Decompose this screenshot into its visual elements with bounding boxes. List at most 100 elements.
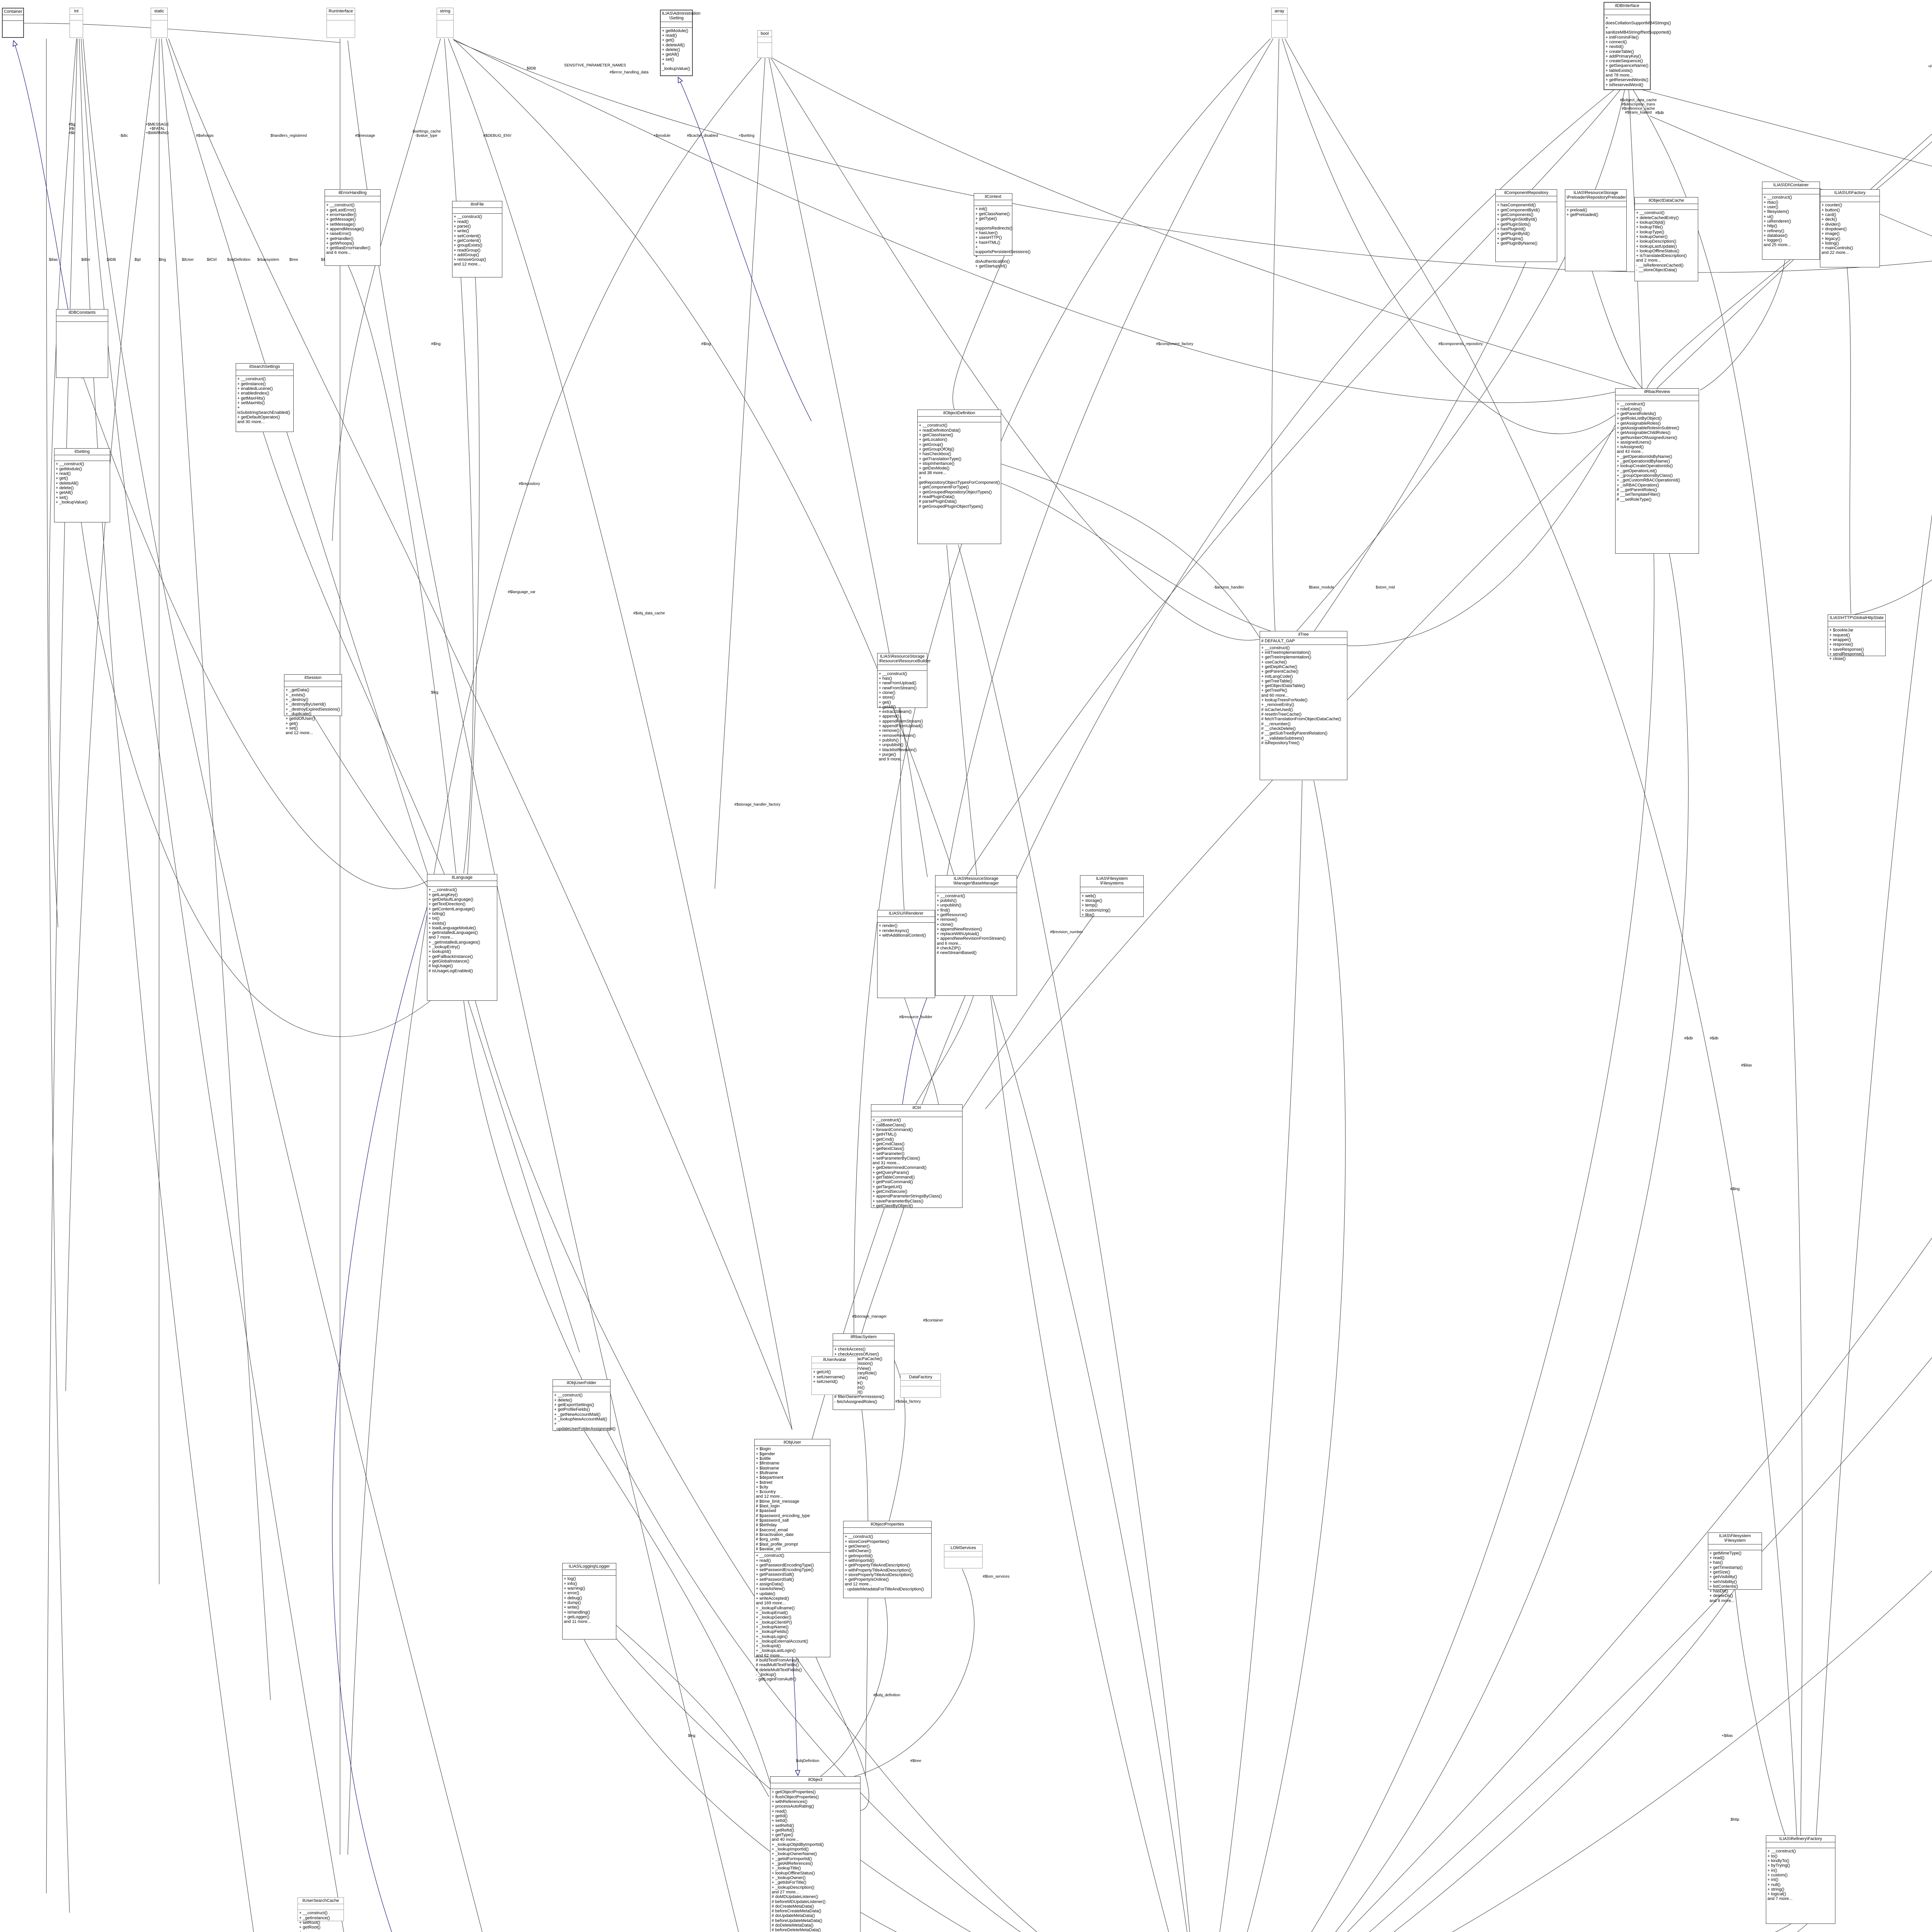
uml-node-attributes bbox=[563, 1570, 616, 1576]
uml-node-operations bbox=[3, 21, 23, 26]
uml-node-static[interactable]: static bbox=[151, 8, 168, 38]
uml-node-title: ilCtrl bbox=[871, 1105, 962, 1112]
uml-node-attributes bbox=[3, 15, 23, 21]
uml-node-operations bbox=[327, 20, 355, 26]
uml-node-attributes bbox=[325, 196, 380, 202]
uml-node-attributes bbox=[1616, 395, 1699, 401]
uml-node-ilias-http-globalhttpstate[interactable]: ILIAS\Filesystem \Filesystem + getMimeTy… bbox=[1708, 1532, 1762, 1603]
uml-node-attributes: # DEFAULT_GAP bbox=[1260, 638, 1347, 645]
uml-node-ildbconstants[interactable]: ilUserSearchCache + __construct() + _get… bbox=[298, 1897, 344, 1932]
uml-node-title: ilDBConstants bbox=[56, 310, 108, 316]
uml-node-ilias-ui-renderer[interactable]: ILIAS\HTTP\GlobalHttpState + $cookieJar … bbox=[1828, 614, 1886, 661]
uml-node-title: ilIniFile bbox=[452, 201, 502, 208]
uml-node-operations: + __construct() + initTreeImplementation… bbox=[1261, 645, 1341, 745]
uml-node-ilobjuserfolder[interactable]: ilObjUserFolder + __construct() + delete… bbox=[553, 1379, 616, 1431]
uml-node-int[interactable]: int bbox=[70, 8, 83, 38]
uml-node-bool[interactable]: bool bbox=[757, 30, 772, 58]
uml-node-operations bbox=[70, 20, 83, 26]
uml-node-attributes bbox=[1708, 1544, 1762, 1550]
uml-node-title: ILIAS\ResourceStorage \Manager\BaseManag… bbox=[935, 876, 1017, 887]
uml-node-attributes bbox=[1762, 189, 1820, 195]
uml-node-attributes bbox=[437, 15, 453, 21]
uml-node-ilrbacsystem[interactable]: ILIAS\Refinery\Factory + __construct() +… bbox=[1766, 1835, 1835, 1924]
uml-node-operations: + counter() + button() + card() + deck()… bbox=[1821, 203, 1853, 255]
uml-node-ilinifile[interactable]: ilIniFile + __construct() + read() + par… bbox=[452, 201, 502, 277]
uml-node-container[interactable]: Container bbox=[2, 8, 24, 38]
uml-node-title: ilObjectDefinition bbox=[918, 410, 1001, 417]
uml-node-ilias-resourcestorage-resourcebuilder[interactable]: ILIAS\ResourceStorage \Manager\BaseManag… bbox=[935, 875, 1017, 996]
uml-node-operations: + __construct() + getInstance() + enable… bbox=[237, 377, 290, 425]
uml-node-operations: + hasComponentId() + getComponentById() … bbox=[1497, 203, 1540, 246]
uml-node-ilobject[interactable]: ilObject + getObjectProperties() + flush… bbox=[770, 1776, 861, 1932]
uml-node-ilias-di-container[interactable]: ILIAS\ResourceStorage \Preloader\Reposit… bbox=[1565, 189, 1627, 271]
uml-node-title: ILIAS\Logging\Logger bbox=[563, 1563, 616, 1570]
uml-node-ilcontext[interactable]: ilContext + init() + getClassName() + ge… bbox=[974, 193, 1031, 269]
uml-node-title: ilDBInterface bbox=[1604, 3, 1650, 10]
uml-node-ilias-logging-logger[interactable]: ILIAS\Logging\Logger + log() + info() + … bbox=[562, 1563, 616, 1639]
uml-node-attributes bbox=[1820, 196, 1879, 202]
uml-node-ilsession[interactable]: ilSetting + __construct() + getModule() … bbox=[54, 448, 110, 522]
uml-node-attributes bbox=[70, 15, 83, 21]
uml-node-title: ilSetting bbox=[54, 449, 110, 456]
uml-node-title: RunInterface bbox=[327, 8, 355, 15]
uml-node-ilsearchsettings[interactable]: ilSearchSettings + __construct() + getIn… bbox=[236, 363, 294, 432]
uml-node-attributes bbox=[54, 455, 110, 461]
uml-node-ilias-filesystem-filesystems[interactable]: ILIAS\ResourceStorage \Resource\Resource… bbox=[877, 653, 931, 762]
uml-node-ilobjectdefinition[interactable]: ilObjectDefinition + __construct() + rea… bbox=[917, 410, 1001, 544]
uml-node-operations: + doesCollationSupportMB4Strings() + san… bbox=[1605, 16, 1671, 87]
uml-node-attributes bbox=[878, 665, 927, 671]
uml-node-datafactory[interactable]: DataFactory bbox=[900, 1374, 941, 1398]
uml-node-ilias-resourcestorage-preloader[interactable]: ILIAS\Filesystem \Filesystems + web() + … bbox=[1080, 875, 1144, 917]
uml-node-attributes bbox=[1635, 204, 1698, 210]
uml-node-string[interactable]: string bbox=[437, 8, 454, 38]
uml-node-operations: + __construct() + rbac() + user() + file… bbox=[1764, 195, 1792, 248]
uml-node-runinterface[interactable]: RunInterface bbox=[327, 8, 355, 38]
uml-node-operations bbox=[1272, 20, 1287, 26]
uml-node-attributes bbox=[1080, 887, 1143, 893]
uml-node-ildbinterface[interactable]: ilDBInterface + doesCollationSupportMB4S… bbox=[1604, 2, 1671, 90]
uml-node-ilcomponentrepository[interactable]: ilComponentRepository + hasComponentId()… bbox=[1495, 189, 1557, 262]
uml-node-operations: + _getData() + _exists() + _destroy() + … bbox=[286, 688, 340, 736]
uml-node-operations: + getObjectProperties() + flushObjectPro… bbox=[772, 1790, 826, 1932]
uml-node-illanguage[interactable]: ilLanguage + __construct() + getLangKey(… bbox=[427, 874, 497, 1001]
uml-node-title: ILIAS\ResourceStorage \Resource\Resource… bbox=[878, 653, 931, 665]
uml-node-title: ILIAS\DI\Container bbox=[1762, 182, 1820, 189]
uml-node-attributes bbox=[844, 1528, 931, 1534]
uml-node-ilias-administration-setting[interactable]: ILIAS\Administration \Setting + getModul… bbox=[660, 10, 701, 76]
uml-node-title: array bbox=[1272, 8, 1287, 15]
uml-node-title: ilContext bbox=[974, 194, 1012, 201]
uml-node-operations: + getMimeType() + read() + has() + getTi… bbox=[1709, 1551, 1743, 1603]
uml-node-lomservices[interactable]: LOMServices bbox=[944, 1544, 983, 1568]
uml-node-ilrbacreview[interactable]: ilRbacReview + __construct() + roleExist… bbox=[1615, 388, 1699, 554]
uml-node-ilsetting[interactable]: ilDBConstants bbox=[56, 309, 108, 378]
uml-node-ilias-filesystem-filesystem[interactable]: ILIAS\UI\Renderer + render() + renderAsy… bbox=[877, 910, 935, 998]
uml-node-title: ILIAS\ResourceStorage \Preloader\Reposit… bbox=[1565, 190, 1626, 201]
uml-node-title: ILIAS\UI\Renderer bbox=[878, 910, 935, 917]
uml-node-title: ilComponentRepository bbox=[1496, 190, 1557, 197]
uml-node-title: string bbox=[437, 8, 453, 15]
uml-node-title: ILIAS\Filesystem \Filesystems bbox=[1080, 876, 1143, 887]
uml-node-illanguagelinkbuilder[interactable]: ilSession + _getData() + _exists() + _de… bbox=[284, 674, 342, 735]
uml-node-ilobjectproperties[interactable]: ilObjectProperties + __construct() + sto… bbox=[843, 1521, 932, 1598]
uml-node-ilias-refinery-factory[interactable]: ILIAS\UI\Factory + counter() + button() … bbox=[1820, 189, 1880, 267]
uml-node-attributes bbox=[871, 1111, 962, 1117]
uml-node-operations: + __construct() + _getInstance() + setRo… bbox=[299, 1911, 330, 1932]
uml-node-iltree[interactable]: ilTree # DEFAULT_GAP + __construct() + i… bbox=[1260, 631, 1347, 780]
uml-node-attributes bbox=[553, 1386, 610, 1393]
uml-node-attributes bbox=[284, 681, 342, 687]
uml-node-operations: + __construct() + to() + kindlyTo() + by… bbox=[1767, 1849, 1796, 1901]
uml-node-ilobjuser[interactable]: ilObjUser + $login + $gender + $utitle +… bbox=[754, 1439, 830, 1682]
uml-node-ilerrorhandling[interactable]: ilErrorHandling + __construct() + getLas… bbox=[325, 189, 381, 266]
uml-node-operations: + __construct() + delete() + getExportSe… bbox=[554, 1393, 616, 1431]
uml-node-ilobjectdatacache[interactable]: ilObjectDataCache + __construct() + dele… bbox=[1634, 197, 1698, 281]
uml-node-attributes bbox=[1496, 196, 1557, 202]
uml-node-operations: + __construct() + roleExists() + getPare… bbox=[1617, 402, 1680, 502]
uml-node-title: ilUserSearchCache bbox=[298, 1898, 344, 1905]
uml-node-iluseravatar[interactable]: ilUserAvatar + getUrl() + setUsername() … bbox=[811, 1356, 858, 1395]
uml-node-array[interactable]: array bbox=[1271, 8, 1287, 38]
uml-node-ilias-resourcestorage-basemanager[interactable]: ilCtrl + __construct() + callBaseClass()… bbox=[871, 1104, 963, 1208]
uml-node-title: ilRbacReview bbox=[1616, 389, 1699, 396]
uml-node-ilias-ui-factory[interactable]: ILIAS\DI\Container + __construct() + rba… bbox=[1762, 182, 1820, 260]
uml-node-operations: + __construct() + deleteCachedEntry() + … bbox=[1636, 211, 1687, 273]
uml-node-operations: + __construct() + publish() + unpublish(… bbox=[937, 893, 1006, 956]
